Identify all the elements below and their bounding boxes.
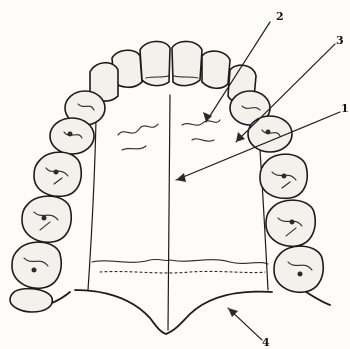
tooth-lateral-incisor-right xyxy=(202,51,230,88)
callout-label-3: 3 xyxy=(336,34,344,47)
tooth-central-incisor-right xyxy=(172,41,202,85)
tooth-distal-left xyxy=(10,289,52,312)
transverse-palatine-line xyxy=(92,259,268,273)
premolars-right xyxy=(230,91,292,152)
callout-label-2: 2 xyxy=(276,10,284,23)
tooth-third-molar-right xyxy=(274,246,323,292)
callout-label-1: 1 xyxy=(341,102,349,115)
tooth-second-premolar-left xyxy=(50,118,94,154)
tooth-central-incisor-left xyxy=(140,41,170,85)
premolars-left xyxy=(50,91,105,154)
molars-left xyxy=(10,152,81,312)
molars-right xyxy=(260,154,323,292)
palate-midline xyxy=(168,95,170,330)
tooth-second-molar-left xyxy=(22,196,71,242)
tooth-third-molar-left xyxy=(12,242,61,288)
tooth-first-molar-left xyxy=(34,152,81,196)
anterior-teeth xyxy=(90,41,256,103)
callout-label-4: 4 xyxy=(262,336,270,349)
